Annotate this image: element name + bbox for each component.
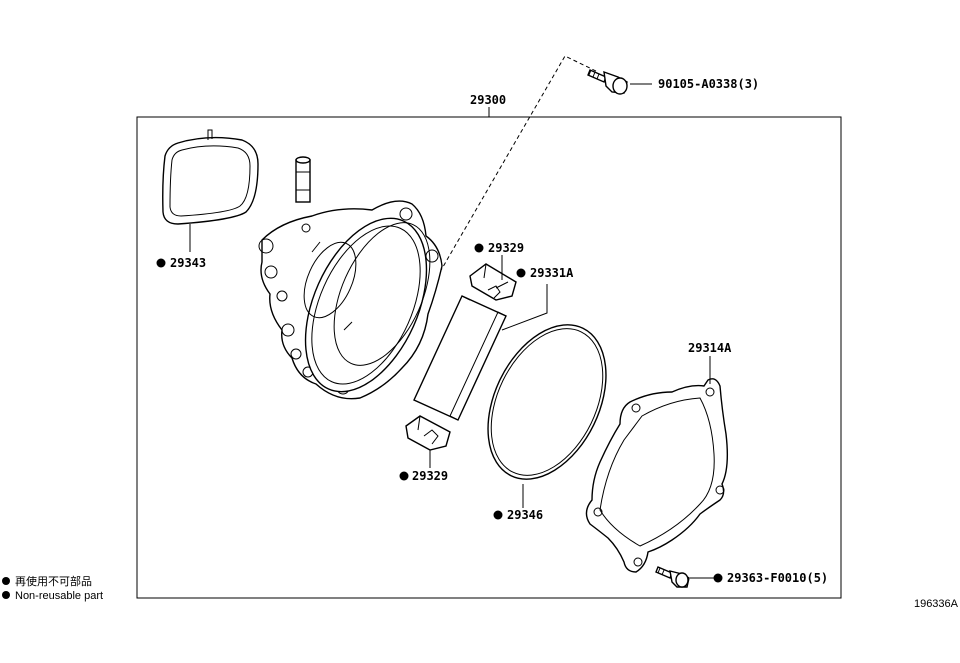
callout-bolt-top: 90105-A0338(3) (658, 77, 759, 91)
legend-item-jp: 再使用不可部品 (2, 573, 92, 589)
non-reusable-dot-icon (2, 591, 10, 599)
callout-filter: 29331A (530, 266, 574, 280)
figure-id: 196336A (913, 598, 958, 610)
callout-o-ring: 29346 (507, 508, 543, 522)
filter-element-icon (413, 295, 507, 421)
non-reusable-dot-icon (2, 577, 10, 585)
assembly-number: 29300 (470, 93, 506, 107)
clip-upper-icon (469, 263, 517, 301)
callout-clip-lower: 29329 (412, 469, 448, 483)
callout-clip-upper: 29329 (488, 241, 524, 255)
pump-housing-icon (258, 156, 443, 400)
bolt-bottom-icon (655, 566, 690, 588)
callout-gasket-left: 29343 (170, 256, 206, 270)
bolt-guide-line (439, 55, 599, 273)
callout-bolt-bottom: 29363-F0010(5) (727, 571, 828, 585)
gasket-left-icon (162, 129, 259, 225)
legend-label-en: Non-reusable part (15, 590, 104, 602)
bolt-top-icon (587, 69, 628, 95)
legend-label-jp: 再使用不可部品 (15, 576, 92, 588)
assembly-frame (136, 116, 842, 599)
o-ring-icon (487, 324, 607, 480)
cover-plate-icon (585, 378, 729, 573)
clip-lower-icon (405, 415, 451, 451)
legend-item-en: Non-reusable part (2, 590, 103, 602)
callout-cover: 29314A (688, 341, 732, 355)
